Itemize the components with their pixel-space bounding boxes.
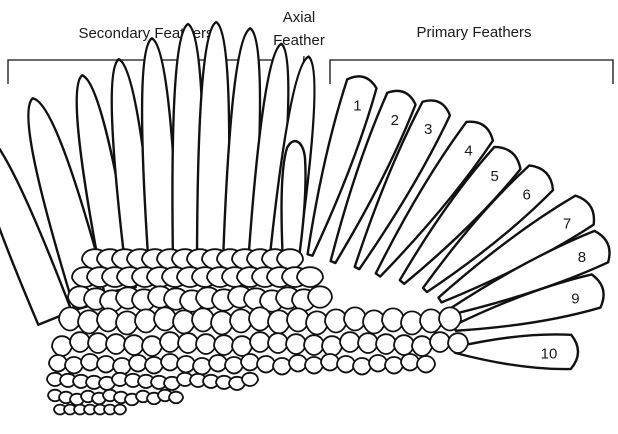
- covert-feather: [145, 357, 163, 374]
- covert-feather: [65, 357, 83, 374]
- primary-number-1: 1: [353, 98, 361, 115]
- covert-feather: [340, 332, 360, 352]
- covert-feather: [353, 358, 371, 375]
- axial-feather: [282, 141, 306, 265]
- covert-feather: [321, 354, 339, 371]
- covert-feather: [305, 357, 323, 374]
- covert-feather: [52, 336, 72, 356]
- axial-label-line1: Axial: [283, 9, 316, 26]
- covert-feather: [214, 335, 234, 355]
- covert-feather: [376, 334, 396, 354]
- covert-feather: [417, 356, 435, 373]
- covert-feather: [81, 354, 99, 371]
- covert-feather: [439, 307, 461, 330]
- covert-feather: [358, 333, 378, 353]
- covert-feather: [106, 334, 126, 354]
- covert-feather: [401, 354, 419, 371]
- covert-feather: [129, 355, 147, 372]
- covert-feather: [70, 332, 90, 352]
- primary-number-4: 4: [464, 142, 472, 159]
- covert-feather: [268, 333, 288, 353]
- primary-number-6: 6: [523, 187, 531, 204]
- covert-feather: [161, 354, 179, 371]
- covert-feather: [308, 286, 332, 307]
- covert-feather: [448, 333, 468, 353]
- covert-feather: [273, 358, 291, 375]
- primary-number-10: 10: [541, 346, 558, 363]
- covert-feather: [242, 373, 258, 386]
- covert-feather: [337, 356, 355, 373]
- covert-feather: [430, 332, 450, 352]
- primary-number-5: 5: [491, 168, 499, 185]
- covert-feather: [277, 249, 303, 269]
- covert-feather: [178, 333, 198, 353]
- covert-feather: [49, 355, 67, 372]
- primary-feather-10: [455, 334, 578, 369]
- covert-feather: [250, 332, 270, 352]
- covert-feather: [289, 355, 307, 372]
- covert-feather: [304, 335, 324, 355]
- covert-feather: [241, 354, 259, 371]
- primary-feathers-label: Primary Feathers: [416, 24, 531, 41]
- covert-feather: [160, 332, 180, 352]
- covert-feather: [142, 336, 162, 356]
- covert-feather: [412, 336, 432, 356]
- covert-feather: [124, 335, 144, 355]
- covert-feather: [394, 335, 414, 355]
- covert-feather: [369, 355, 387, 372]
- primary-number-9: 9: [571, 291, 579, 308]
- covert-feather: [209, 355, 227, 372]
- wing-feathers: [0, 22, 610, 415]
- primary-number-2: 2: [391, 112, 399, 129]
- primary-number-7: 7: [563, 215, 571, 232]
- primary-number-8: 8: [578, 249, 586, 266]
- covert-feather: [88, 333, 108, 353]
- primary-bracket: [330, 60, 613, 84]
- covert-feather: [322, 336, 342, 356]
- covert-feather: [169, 392, 183, 404]
- covert-feather: [114, 405, 126, 415]
- covert-feather: [193, 358, 211, 375]
- covert-feather: [286, 334, 306, 354]
- primary-number-3: 3: [424, 121, 432, 138]
- covert-feather: [297, 267, 323, 287]
- covert-feather: [232, 336, 252, 356]
- covert-feather: [177, 356, 195, 373]
- covert-feather: [97, 356, 115, 373]
- covert-feather: [113, 358, 131, 375]
- covert-feather: [385, 357, 403, 374]
- covert-feather: [225, 357, 243, 374]
- covert-feather: [196, 334, 216, 354]
- covert-feather: [257, 356, 275, 373]
